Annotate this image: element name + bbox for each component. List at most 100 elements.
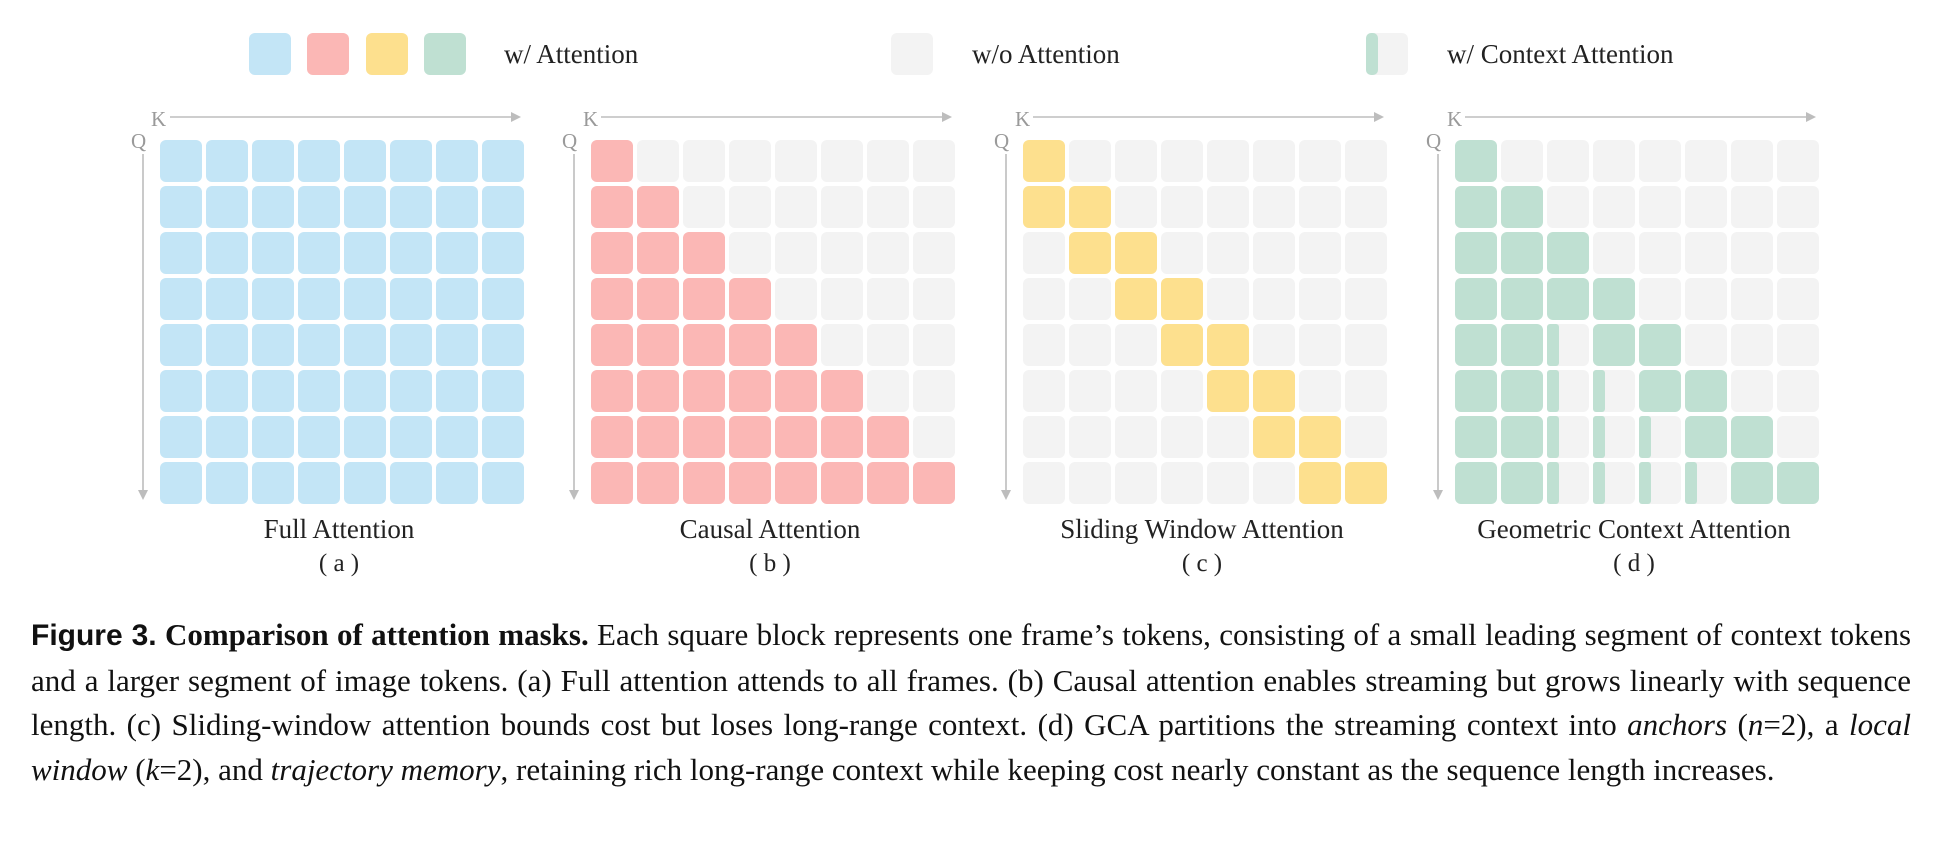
mask-cell [1777,232,1819,274]
mask-cell [729,462,771,504]
mask-cell-context-segment [1547,462,1559,504]
panel-a-k-label: K [151,107,166,131]
mask-cell [867,232,909,274]
mask-cell [390,462,432,504]
panel-c-q-label: Q [994,129,1009,153]
mask-cell [344,140,386,182]
mask-cell [1161,232,1203,274]
panel-b-grid [591,140,955,504]
mask-cell [683,462,725,504]
mask-cell [821,140,863,182]
mask-cell [298,232,340,274]
mask-cell [252,370,294,412]
mask-cell [1777,186,1819,228]
mask-cell [775,416,817,458]
mask-cell [482,186,524,228]
mask-cell [1547,278,1589,320]
mask-cell [390,140,432,182]
mask-cell [160,370,202,412]
mask-cell [1455,140,1497,182]
mask-cell [1253,416,1295,458]
mask-cell [1593,324,1635,366]
mask-cell [1115,324,1157,366]
mask-cell [637,370,679,412]
mask-cell-context-segment [1547,324,1559,366]
panel-b-title: Causal Attention [680,514,861,544]
mask-cell-context-segment [1639,462,1651,504]
mask-cell [683,278,725,320]
mask-cell [729,370,771,412]
panel-a-tag: ( a ) [319,550,359,577]
mask-cell [591,140,633,182]
caption-n-var: n [1747,707,1764,742]
caption-text-4: ( [127,751,146,787]
mask-cell [344,416,386,458]
mask-cell [206,278,248,320]
panel-d-q-label: Q [1426,129,1441,153]
mask-cell [160,186,202,228]
mask-cell [775,462,817,504]
mask-cell [1731,186,1773,228]
mask-cell [1685,324,1727,366]
mask-cell [1455,462,1497,504]
mask-cell [1161,462,1203,504]
mask-cell [591,186,633,228]
mask-cell [1023,232,1065,274]
mask-cell [1455,186,1497,228]
mask-cell [1685,370,1727,412]
mask-cell [729,416,771,458]
mask-cell [683,416,725,458]
panel-d-title: Geometric Context Attention [1477,514,1791,544]
mask-cell [683,324,725,366]
panel-d-q-arrow [1433,490,1443,500]
mask-cell [1253,278,1295,320]
mask-cell [637,462,679,504]
mask-cell [1501,462,1543,504]
mask-cell [1299,416,1341,458]
mask-cell [1731,324,1773,366]
mask-cell [1731,370,1773,412]
mask-cell [913,370,955,412]
mask-cell [206,462,248,504]
mask-cell [1731,232,1773,274]
mask-cell [1069,416,1111,458]
caption-text-6: , retaining rich long-range context whil… [500,751,1775,787]
mask-cell [1639,232,1681,274]
mask-cell [637,278,679,320]
mask-cell [775,370,817,412]
mask-cell [1593,186,1635,228]
mask-cell [1455,324,1497,366]
mask-cell-context-segment [1547,416,1559,458]
panel-c-tag: ( c ) [1182,550,1222,577]
mask-cell [821,186,863,228]
mask-cell [821,370,863,412]
mask-cell [1345,232,1387,274]
mask-cell [591,278,633,320]
mask-cell [252,278,294,320]
mask-cell [1547,186,1589,228]
mask-cell [1161,278,1203,320]
panel-b-k-label: K [583,107,598,131]
mask-cell-context-segment [1593,462,1605,504]
mask-cell [775,140,817,182]
mask-cell [1685,140,1727,182]
mask-cell [1455,232,1497,274]
mask-cell [1253,462,1295,504]
mask-cell [206,370,248,412]
panel-b-k-arrow [942,112,952,122]
mask-cell [436,140,478,182]
panel-a-grid [160,140,524,504]
mask-cell [206,416,248,458]
mask-cell [1501,140,1543,182]
mask-cell [1069,324,1111,366]
mask-cell [1685,232,1727,274]
panel-a-q-arrow [138,490,148,500]
mask-cell [775,324,817,366]
mask-cell [298,278,340,320]
mask-cell-context-segment [1639,416,1651,458]
mask-cell [913,416,955,458]
mask-cell [1547,232,1589,274]
mask-cell [1345,140,1387,182]
panel-b-tag: ( b ) [749,550,791,577]
panel-a-k-arrow [511,112,521,122]
